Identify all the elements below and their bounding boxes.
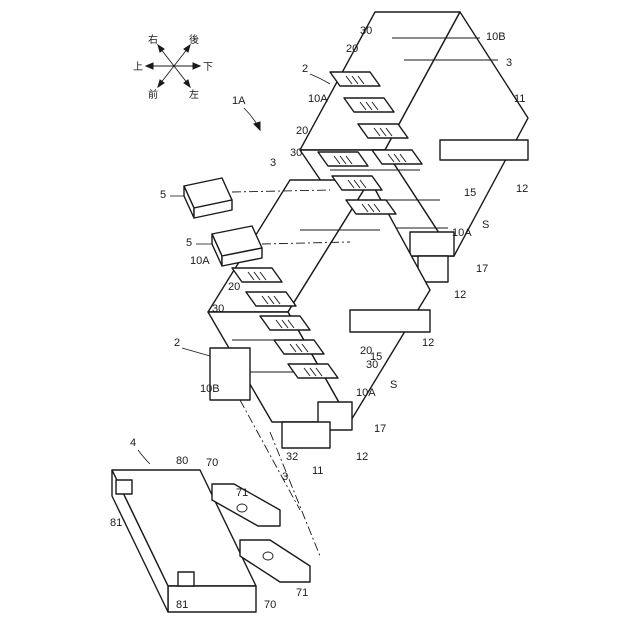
ref-17-a: 17	[476, 263, 488, 275]
direction-down-label: 下	[203, 62, 213, 73]
ref-71-b: 71	[296, 587, 308, 599]
ref-15-a: 15	[464, 187, 476, 199]
ref-10a-1: 10A	[308, 93, 328, 105]
direction-front-label: 前	[148, 88, 158, 101]
ref-s-upper: S	[482, 219, 489, 231]
ref-10b-2: 10B	[200, 383, 220, 395]
ref-10a-4: 10A	[356, 387, 376, 399]
ref-12-c: 12	[422, 337, 434, 349]
ref-81-a: 81	[110, 517, 122, 529]
ref-20-b: 20	[296, 125, 308, 137]
ref-3-b: 3	[506, 57, 512, 69]
ref-3-a: 3	[270, 157, 276, 169]
ref-20-c: 20	[228, 281, 240, 293]
ref-70-a: 70	[206, 457, 218, 469]
leader-2-upper	[310, 74, 330, 84]
ref-5-lower: 5	[186, 237, 192, 249]
leader-2-lower	[182, 348, 210, 356]
ref-3-c: 3	[282, 471, 288, 483]
ref-s-lower: S	[390, 379, 397, 391]
ref-17-b: 17	[374, 423, 386, 435]
leader-4	[138, 450, 150, 464]
arrow-head-left	[184, 80, 190, 87]
lower-end-block	[350, 310, 430, 332]
ref-20-d: 20	[360, 345, 372, 357]
lower-foot-block	[282, 422, 330, 448]
direction-rear-label: 後	[189, 33, 199, 46]
block-5-upper	[184, 178, 232, 218]
ref-10a-3: 10A	[452, 227, 472, 239]
ref-10a-2: 10A	[190, 255, 210, 267]
ref-10b-1: 10B	[486, 31, 506, 43]
direction-right-label: 右	[148, 33, 158, 46]
ref-12-b: 12	[454, 289, 466, 301]
arrow-head-right	[158, 45, 164, 52]
ref-30-d: 30	[366, 359, 378, 371]
ref-80: 80	[176, 455, 188, 467]
ref-11-a: 11	[514, 93, 525, 105]
direction-left-label: 左	[189, 88, 199, 101]
arrow-head-up	[146, 63, 153, 69]
ref-2-upper: 2	[302, 63, 308, 75]
ref-32: 32	[286, 451, 298, 463]
arrow-head-down	[193, 63, 200, 69]
arrow-head-rear	[184, 45, 190, 52]
ref-30-b: 30	[290, 147, 302, 159]
ref-11-b: 11	[312, 465, 323, 477]
ref-70-b: 70	[264, 599, 276, 611]
arrow-head-front	[158, 80, 164, 87]
ref-30-c: 30	[212, 303, 224, 315]
member-4-tab-upper	[116, 480, 132, 494]
ref-71-a: 71	[236, 487, 248, 499]
ref-30-a: 30	[360, 25, 372, 37]
ref-12-a: 12	[516, 183, 528, 195]
member-4-tab-lower	[178, 572, 194, 586]
direction-indicator: 上 下 右 後 前 左	[133, 33, 213, 101]
ref-2-lower: 2	[174, 337, 180, 349]
assembly-label: 1A	[232, 95, 260, 130]
ref-12-d: 12	[356, 451, 368, 463]
ref-81-b: 81	[176, 599, 188, 611]
block-5-lower	[212, 226, 262, 266]
direction-up-label: 上	[133, 61, 143, 73]
assembly-leader-arrow	[254, 122, 260, 130]
ref-20-a: 20	[346, 43, 358, 55]
upper-socket-notch	[410, 232, 454, 256]
upper-end-block	[440, 140, 528, 160]
ref-4: 4	[130, 437, 136, 449]
assembly-label-text: 1A	[232, 95, 246, 107]
ref-5-upper: 5	[160, 189, 166, 201]
